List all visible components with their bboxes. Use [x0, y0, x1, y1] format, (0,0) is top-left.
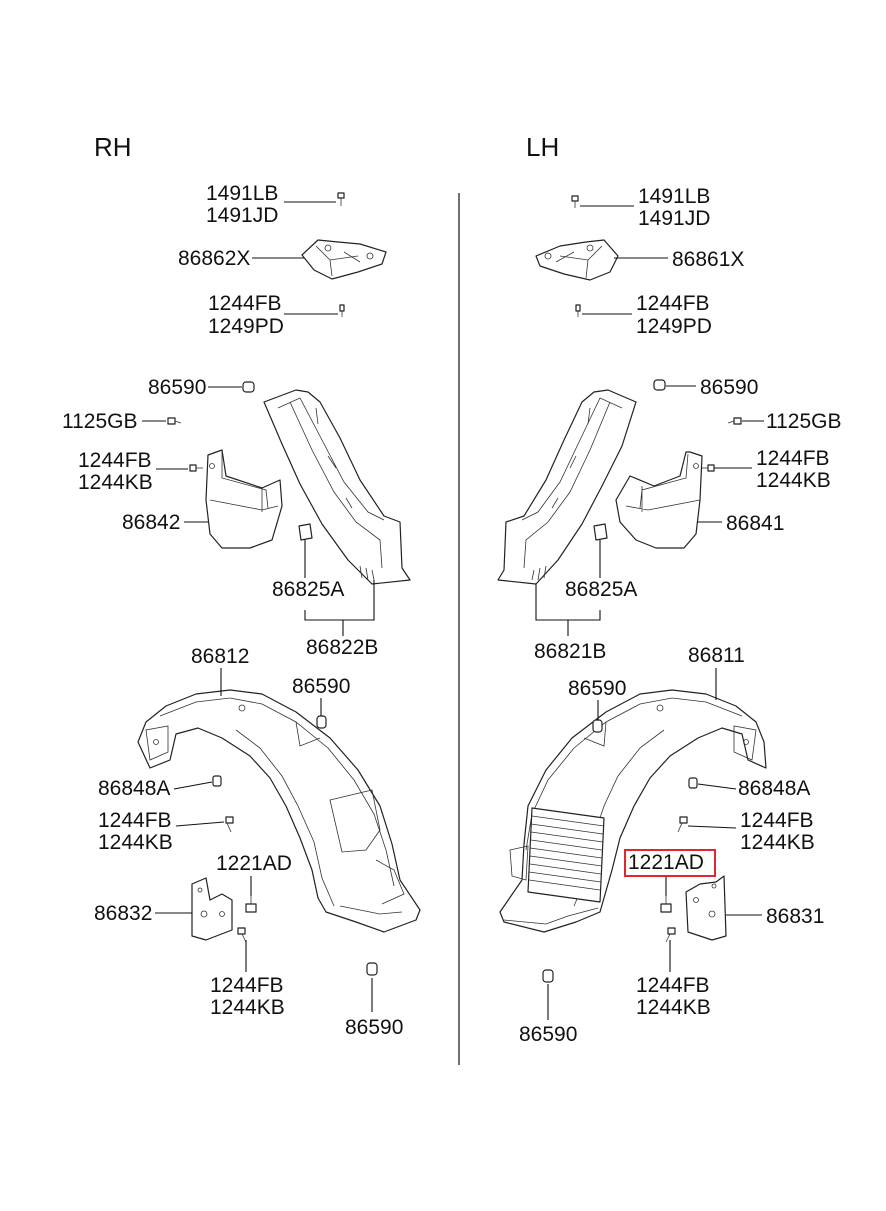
lh-mudflap-86841 [615, 451, 703, 549]
rh-guard-86822b [263, 389, 411, 585]
rh-part-1244kb-mid[interactable]: 1244KB [78, 471, 153, 494]
lh-part-86821b[interactable]: 86821B [534, 640, 607, 663]
rh-screw-1244fb-low [225, 816, 234, 833]
rh-clip-86590-b [316, 715, 327, 729]
rh-part-86822b[interactable]: 86822B [306, 636, 379, 659]
rh-part-1244fb-top[interactable]: 1244FB [208, 292, 282, 315]
lh-clip-86825a [593, 523, 608, 541]
lh-part-86590-b[interactable]: 86590 [568, 677, 627, 700]
rh-part-86862x[interactable]: 86862X [178, 247, 251, 270]
rh-part-86842[interactable]: 86842 [122, 511, 181, 534]
rh-parts [137, 192, 421, 976]
lh-part-1221ad[interactable]: 1221AD [628, 851, 704, 874]
rh-part-1244kb-bot[interactable]: 1244KB [210, 996, 285, 1019]
lh-bracket-86831 [685, 875, 727, 941]
rh-bracket-86862x [301, 239, 387, 280]
rh-screw-1244fb-top [339, 304, 345, 317]
lh-guard-86821b [497, 389, 637, 585]
lh-screw-1244fb-bot [665, 927, 676, 943]
lh-part-1244kb-mid[interactable]: 1244KB [756, 469, 831, 492]
lh-part-1125gb[interactable]: 1125GB [766, 410, 842, 433]
rh-clip-86590-a [242, 381, 255, 393]
lh-part-86861x[interactable]: 86861X [672, 248, 745, 271]
rh-screw-1244fb-mid [189, 464, 203, 472]
lh-screw-1491 [571, 195, 579, 208]
lh-part-1221ad-highlight-box [624, 849, 716, 877]
rh-part-1244fb-mid[interactable]: 1244FB [78, 449, 152, 472]
lh-clip-86848a [688, 777, 698, 789]
rh-part-1244kb-low[interactable]: 1244KB [98, 831, 173, 854]
rh-clip-86590-c [366, 962, 378, 976]
rh-part-86825a[interactable]: 86825A [272, 578, 345, 601]
lh-screw-1244fb-low [677, 816, 688, 833]
lh-wheelhouse-86811 [499, 689, 767, 933]
lh-parts [497, 195, 767, 983]
lh-part-1249pd[interactable]: 1249PD [636, 315, 712, 338]
lh-clip-86590-b [592, 719, 603, 733]
lh-part-86831[interactable]: 86831 [766, 905, 825, 928]
rh-screw-1491 [337, 192, 345, 206]
rh-part-86590-c[interactable]: 86590 [345, 1016, 404, 1039]
rh-part-86590-a[interactable]: 86590 [148, 376, 207, 399]
lh-side-label: LH [526, 132, 560, 162]
lh-part-1491lb[interactable]: 1491LB [638, 185, 711, 208]
lh-part-1244kb-low[interactable]: 1244KB [740, 831, 815, 854]
lh-part-1244fb-low[interactable]: 1244FB [740, 809, 814, 832]
lh-clip-86590-a [653, 379, 666, 391]
rh-part-1244fb-bot[interactable]: 1244FB [210, 974, 284, 997]
lh-part-86841[interactable]: 86841 [726, 512, 785, 535]
rh-bracket-86832 [191, 877, 233, 941]
rh-bolt-1221ad [245, 896, 257, 913]
lh-part-1244fb-mid[interactable]: 1244FB [756, 447, 830, 470]
rh-part-86590-b[interactable]: 86590 [292, 675, 351, 698]
lh-part-1244fb-bot[interactable]: 1244FB [636, 974, 710, 997]
lh-part-86825a[interactable]: 86825A [565, 578, 638, 601]
lh-part-1244kb-bot[interactable]: 1244KB [636, 996, 711, 1019]
lh-screw-1125gb [727, 417, 742, 425]
rh-part-1244fb-low[interactable]: 1244FB [98, 809, 172, 832]
lh-leader-lines [535, 205, 764, 1020]
rh-leader-lines [142, 201, 375, 1012]
lh-screw-1244fb-top [575, 304, 581, 317]
rh-part-1491lb[interactable]: 1491LB [206, 182, 279, 205]
rh-wheelhouse-86812 [137, 689, 421, 933]
rh-part-1125gb[interactable]: 1125GB [62, 410, 138, 433]
rh-part-86832[interactable]: 86832 [94, 902, 153, 925]
rh-screw-1125gb [167, 417, 182, 425]
rh-mudflap-86842 [205, 449, 283, 549]
lh-part-1491jd[interactable]: 1491JD [638, 207, 711, 230]
rh-clip-86825a [298, 523, 313, 541]
lh-bracket-86861x [535, 239, 619, 281]
rh-part-86848a[interactable]: 86848A [98, 777, 171, 800]
rh-clip-86848a [212, 775, 222, 787]
rh-screw-1244fb-bot [237, 927, 247, 943]
lh-part-86848a[interactable]: 86848A [738, 777, 811, 800]
lh-part-86811[interactable]: 86811 [688, 644, 745, 667]
lh-bolt-1221ad [660, 896, 672, 913]
lh-part-1244fb-top[interactable]: 1244FB [636, 292, 710, 315]
lh-part-86590-a[interactable]: 86590 [700, 376, 759, 399]
lh-part-86590-c[interactable]: 86590 [519, 1023, 578, 1046]
rh-part-1491jd[interactable]: 1491JD [206, 204, 279, 227]
lh-clip-86590-c [542, 969, 554, 983]
rh-side-label: RH [94, 132, 132, 162]
rh-part-1221ad[interactable]: 1221AD [216, 852, 292, 875]
rh-part-1249pd[interactable]: 1249PD [208, 315, 284, 338]
rh-part-86812[interactable]: 86812 [191, 645, 250, 668]
lh-screw-1244fb-mid [702, 464, 715, 472]
